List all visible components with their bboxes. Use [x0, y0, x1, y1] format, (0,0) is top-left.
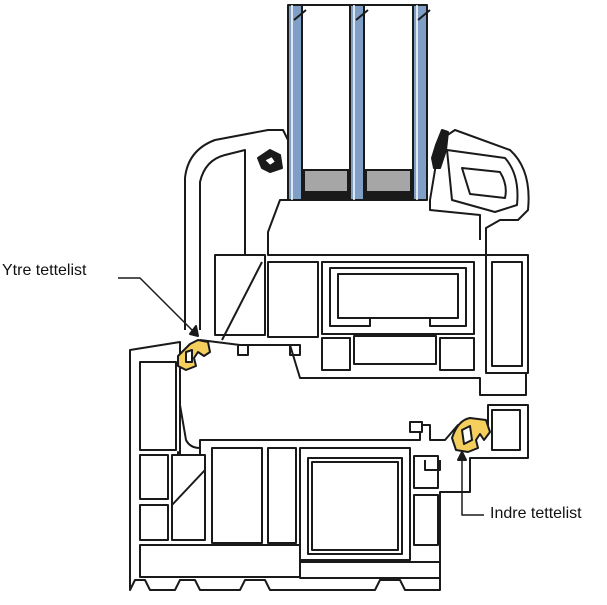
- glazing-unit: [287, 4, 431, 201]
- frame-reinforcement: [299, 447, 411, 561]
- outer-seal-label: Ytre tettelist: [2, 262, 87, 279]
- leader-inner-seal: [461, 458, 484, 516]
- gasket-icon: [177, 339, 211, 371]
- leader-outer-seal: [118, 277, 195, 333]
- glass-pane-inner: [412, 4, 428, 201]
- glass-pane-outer: [287, 4, 303, 201]
- frame-profile: [129, 341, 529, 591]
- inner-seal: [451, 417, 491, 453]
- glass-pane-middle: [349, 4, 365, 201]
- sash-profile: [184, 129, 530, 396]
- outer-seal: [177, 339, 211, 371]
- spacer-right: [365, 169, 412, 193]
- inner-seal-label: Indre tettelist: [490, 505, 582, 522]
- spacer-left: [303, 169, 349, 193]
